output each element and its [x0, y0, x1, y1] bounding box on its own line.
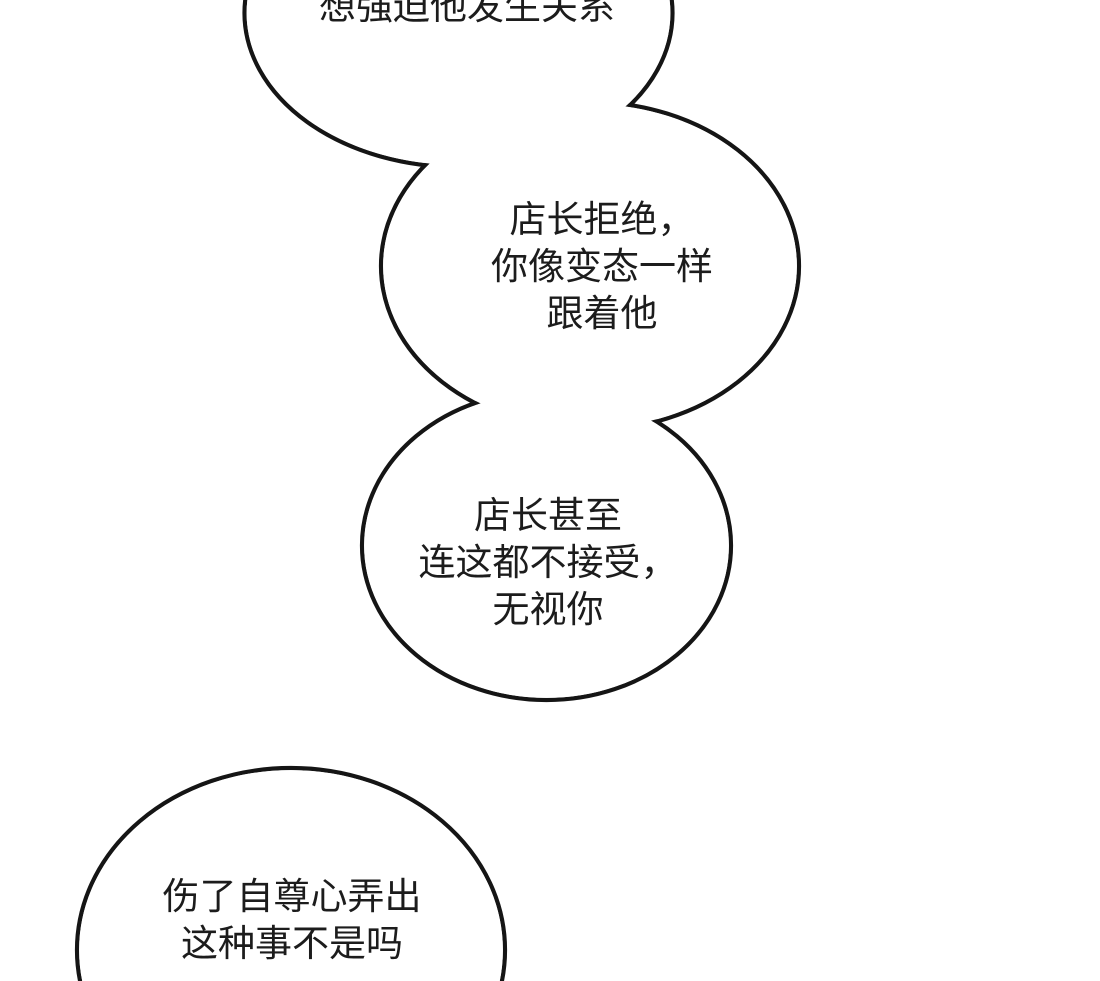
- bubble-2-line-3: 跟着他: [546, 293, 658, 334]
- bubble-1-text: 想强迫他发生关系: [319, 0, 615, 30]
- bubble-4-line-2: 这种事不是吗: [181, 923, 403, 964]
- bubble-3-line-2: 连这都不接受，: [418, 542, 678, 583]
- bubble-3-line-3: 无视你: [492, 589, 604, 630]
- bubble-2-text: 店长拒绝， 你像变态一样 跟着他: [491, 196, 713, 337]
- bubble-3-text: 店长甚至 连这都不接受， 无视你: [419, 492, 678, 633]
- bubble-2-line-2: 你像变态一样: [491, 246, 713, 287]
- bubble-1-line-1: 想强迫他发生关系: [319, 0, 615, 27]
- bubble-3-line-1: 店长甚至: [474, 495, 622, 536]
- bubble-2-fill: [383, 104, 797, 428]
- bubble-2-line-1: 店长拒绝，: [509, 199, 695, 240]
- bubble-3-fill: [364, 393, 729, 698]
- bubble-4-fill: [79, 770, 503, 981]
- bubble-4-line-1: 伤了自尊心弄出: [162, 876, 422, 917]
- bubble-4-text: 伤了自尊心弄出 这种事不是吗: [163, 873, 422, 967]
